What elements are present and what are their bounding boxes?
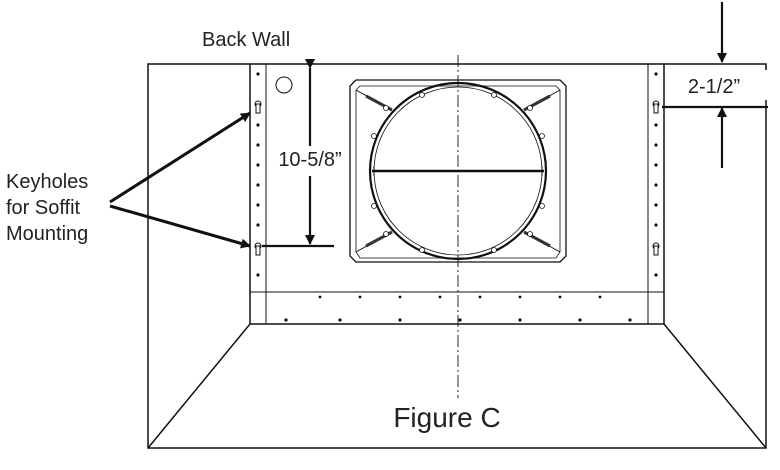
back-wall-label: Back Wall	[202, 29, 290, 51]
collar-rivets	[371, 92, 545, 253]
keyhole-left-bottom	[254, 242, 262, 256]
keyhole-right-top	[652, 100, 660, 114]
mounting-plate	[349, 79, 567, 263]
vertical-dimension-label: 10-5/8”	[278, 149, 341, 171]
mounting-strips	[249, 63, 665, 325]
hood-outer-rectangle	[147, 63, 767, 449]
front-bottom-strip	[265, 291, 649, 325]
vertical-dimension	[262, 59, 334, 248]
figure-caption: Figure C	[393, 402, 500, 433]
keyhole-callout-arrows	[109, 111, 251, 249]
keyholes-label-line1: Keyholes	[6, 171, 88, 193]
keyholes	[254, 100, 660, 256]
keyhole-right-bottom	[652, 242, 660, 256]
keyholes-label-line3: Mounting	[6, 223, 88, 245]
right-mounting-strip	[647, 63, 665, 293]
callout-arrow-top	[109, 111, 251, 204]
callout-arrow-bottom	[109, 204, 251, 249]
hood-outline	[147, 63, 767, 449]
screw-dots	[256, 72, 658, 322]
keyholes-label-line2: for Soffit	[6, 197, 81, 219]
knockout-circle	[275, 76, 293, 94]
keyhole-left-top	[254, 100, 262, 114]
left-mounting-strip	[249, 63, 267, 293]
horizontal-dimension-label: 2-1/2”	[688, 76, 740, 98]
top-right-dimension	[662, 2, 768, 168]
trapezoid-right-edge	[663, 323, 767, 449]
trapezoid-left-edge	[147, 323, 251, 449]
